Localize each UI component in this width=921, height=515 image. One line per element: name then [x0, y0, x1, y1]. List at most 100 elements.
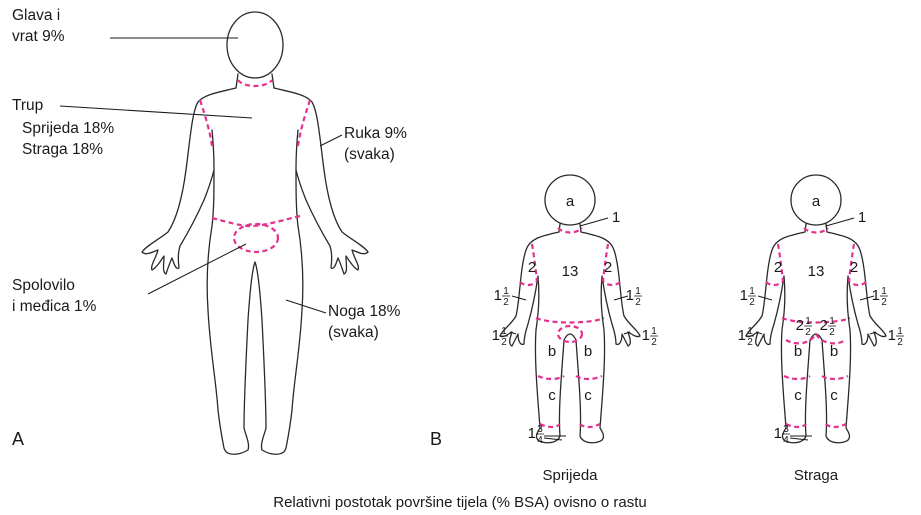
adult-body-outline	[142, 88, 368, 454]
label-head-line1: Glava i	[12, 7, 60, 24]
label-head-line2: vrat 9%	[12, 28, 65, 45]
child-label-left-leg: c	[548, 387, 556, 404]
child-body-outline	[500, 224, 640, 443]
adult-left-shoulder-dash	[200, 100, 212, 146]
child-label-left-forearm-den: 2	[503, 297, 509, 308]
label-genitals-line2: i međica 1%	[12, 298, 97, 315]
child-label-right-forearm-den: 2	[881, 297, 887, 308]
child-label-foot-whole: 1	[528, 425, 536, 442]
adult-labels: Glava i vrat 9% Trup Sprijeda 18% Straga…	[12, 7, 407, 449]
child-left-elbow-dash	[766, 282, 782, 285]
adult-right-shoulder-dash	[298, 100, 310, 146]
child-waist-dash	[536, 318, 604, 323]
label-arm-line1: Ruka 9%	[344, 125, 407, 142]
child-label-head: a	[566, 193, 575, 210]
child-label-foot-den: 4	[783, 435, 789, 446]
child-label-right-hand-den: 2	[897, 337, 903, 348]
child-ankle-dash	[540, 424, 600, 427]
child-label-trunk: 13	[562, 263, 579, 280]
child-body-outline	[746, 224, 886, 443]
child-label-left-buttock-den: 2	[805, 327, 811, 338]
child-label-head: a	[812, 193, 821, 210]
label-trunk-title: Trup	[12, 97, 43, 114]
child-label-left-forearm-num: 1	[749, 286, 755, 297]
child-label-left-arm: 2	[528, 259, 536, 276]
child-ankle-dash	[786, 424, 846, 427]
label-arm-line2: (svaka)	[344, 146, 395, 163]
child-label-left-buttock-whole: 2	[796, 317, 804, 334]
child-label-trunk: 13	[808, 263, 825, 280]
panel-letter-a: A	[12, 429, 24, 449]
child-right-elbow-dash	[850, 282, 866, 285]
child-back-figure: a1322bbcc2122121112112112112134	[738, 175, 904, 446]
leader-leg	[286, 300, 326, 313]
child-label-left-hand: 112	[738, 326, 754, 348]
child-label-right-hand-whole: 1	[642, 327, 650, 344]
child-label-right-thigh: b	[584, 343, 592, 360]
child-label-neck: 1	[612, 209, 620, 226]
child-label-left-thigh: b	[794, 343, 802, 360]
panel-letter-b: B	[430, 429, 442, 449]
child-label-left-forearm-whole: 1	[740, 287, 748, 304]
child-label-left-arm: 2	[774, 259, 782, 276]
child-label-left-hand-whole: 1	[492, 327, 500, 344]
child-label-foot-num: 3	[783, 424, 789, 435]
child-label-foot-num: 3	[537, 424, 543, 435]
label-leg-line2: (svaka)	[328, 324, 379, 341]
adult-genital-dash	[234, 224, 278, 252]
child-label-foot-whole: 1	[774, 425, 782, 442]
child-label-foot-den: 4	[537, 435, 543, 446]
child-left-elbow-dash	[520, 282, 536, 285]
child-label-left-thigh: b	[548, 343, 556, 360]
child-knee-dash	[784, 376, 848, 379]
child-label-right-forearm-den: 2	[635, 297, 641, 308]
child-label-right-hand-num: 1	[651, 326, 657, 337]
child-label-foot: 134	[774, 424, 790, 446]
label-trunk-front: Sprijeda 18%	[22, 120, 114, 137]
child-label-right-leg: c	[830, 387, 838, 404]
child-right-elbow-dash	[604, 282, 620, 285]
child-label-left-forearm-den: 2	[749, 297, 755, 308]
child-neck-leader	[826, 218, 854, 226]
child-label-right-thigh: b	[830, 343, 838, 360]
child-label-right-forearm-num: 1	[881, 286, 887, 297]
leader-arm	[320, 135, 342, 146]
child-neck-dash	[804, 228, 828, 233]
leader-genitals	[148, 244, 246, 294]
child-label-left-buttock-num: 1	[805, 316, 811, 327]
child-label-left-forearm-num: 1	[503, 286, 509, 297]
child-neck-dash	[558, 228, 582, 233]
child-label-right-arm: 2	[604, 259, 612, 276]
child-label-left-hand-den: 2	[501, 337, 507, 348]
child-neck-leader	[580, 218, 608, 226]
leader-trunk	[60, 106, 252, 118]
child-label-right-hand-num: 1	[897, 326, 903, 337]
label-leg-line1: Noga 18%	[328, 303, 401, 320]
child-label-right-hand-whole: 1	[888, 327, 896, 344]
adult-head-outline	[227, 12, 283, 78]
caption-back: Straga	[794, 467, 839, 484]
child-label-left-forearm-whole: 1	[494, 287, 502, 304]
child-buttock-dash	[786, 334, 846, 343]
adult-figure	[142, 12, 368, 454]
child-label-left-hand-whole: 1	[738, 327, 746, 344]
child-label-right-forearm: 112	[626, 286, 642, 308]
child-label-right-buttock-whole: 2	[820, 317, 828, 334]
child-label-left-hand-num: 1	[501, 326, 507, 337]
adult-neck-dash	[238, 80, 272, 86]
child-label-right-forearm-whole: 1	[626, 287, 634, 304]
child-waist-dash	[782, 318, 850, 323]
label-genitals-line1: Spolovilo	[12, 277, 75, 294]
child-label-left-leg: c	[794, 387, 802, 404]
